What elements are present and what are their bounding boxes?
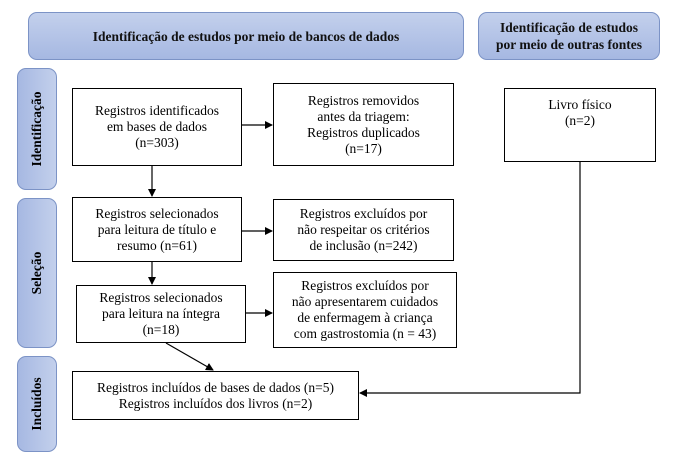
header-databases: Identificação de estudos por meio de ban… [28,12,464,60]
stage-selection: Seleção [17,198,57,348]
header-other-sources-label: Identificação de estudos por meio de out… [496,20,642,52]
box-physical-book: Livro físico (n=2) [504,88,656,162]
box-selected-full: Registros selecionados para leitura na í… [76,285,246,343]
box-included: Registros incluídos de bases de dados (n… [72,371,359,420]
header-other-sources: Identificação de estudos por meio de out… [478,12,660,60]
box-excluded-care: Registros excluídos por não apresentarem… [273,272,457,348]
box-selected-full-text: Registros selecionados para leitura na í… [99,290,223,337]
box-records-identified: Registros identificados em bases de dado… [72,88,242,166]
box-selected-title-text: Registros selecionados para leitura de t… [95,205,219,253]
box-excluded-criteria: Registros excluídos por não respeitar os… [273,199,454,261]
box-physical-book-text: Livro físico (n=2) [548,97,612,128]
header-databases-label: Identificação de estudos por meio de ban… [92,28,400,44]
stage-included: Incluídos [17,356,57,452]
box-records-removed: Registros removidos antes da triagem: Re… [273,83,454,166]
stage-identification: Identificação [17,68,57,190]
box-included-text: Registros incluídos de bases de dados (n… [96,379,335,411]
box-selected-title: Registros selecionados para leitura de t… [72,197,242,262]
arrow-book-to-included [359,162,581,397]
box-excluded-criteria-text: Registros excluídos por não respeitar os… [297,206,430,253]
box-excluded-care-text: Registros excluídos por não apresentarem… [291,278,439,341]
arrow-full-to-included [165,342,214,371]
box-records-removed-text: Registros removidos antes da triagem: Re… [307,92,420,156]
box-records-identified-text: Registros identificados em bases de dado… [94,103,220,150]
